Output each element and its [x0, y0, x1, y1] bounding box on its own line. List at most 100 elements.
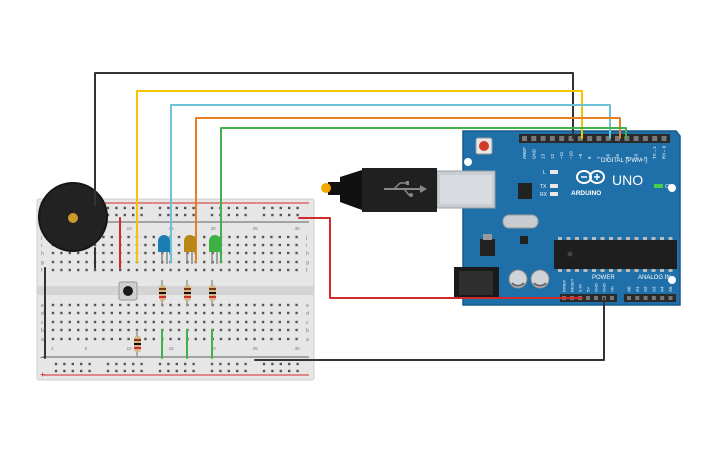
breadboard-hole[interactable]	[228, 337, 231, 341]
breadboard-hole[interactable]	[253, 235, 256, 239]
analog-pin-hole[interactable]	[660, 296, 665, 300]
breadboard-hole[interactable]	[236, 268, 239, 272]
breadboard-hole[interactable]	[152, 260, 155, 264]
breadboard-hole[interactable]	[177, 260, 181, 264]
digital-pin-hole[interactable]	[531, 136, 537, 141]
breadboard-hole[interactable]	[228, 260, 231, 264]
digital-pin-hole[interactable]	[522, 136, 527, 141]
rail-hole[interactable]	[54, 362, 58, 366]
digital-pin-hole[interactable]	[587, 136, 593, 141]
breadboard-hole[interactable]	[287, 251, 290, 255]
breadboard-hole[interactable]	[68, 303, 71, 307]
breadboard-hole[interactable]	[85, 260, 88, 264]
breadboard-hole[interactable]	[253, 303, 256, 307]
breadboard-hole[interactable]	[261, 251, 265, 255]
rail-hole[interactable]	[132, 206, 135, 210]
breadboard-hole[interactable]	[186, 320, 189, 324]
analog-pin-hole[interactable]	[668, 296, 673, 300]
breadboard-hole[interactable]	[51, 260, 55, 264]
breadboard-hole[interactable]	[261, 268, 265, 272]
rail-hole[interactable]	[244, 362, 247, 366]
breadboard-hole[interactable]	[161, 268, 164, 272]
breadboard-hole[interactable]	[203, 311, 206, 315]
breadboard-hole[interactable]	[270, 235, 273, 239]
breadboard-hole[interactable]	[295, 303, 298, 307]
rail-hole[interactable]	[262, 362, 266, 366]
breadboard-hole[interactable]	[152, 311, 155, 315]
breadboard-hole[interactable]	[211, 320, 214, 324]
rail-hole[interactable]	[175, 362, 178, 366]
breadboard-hole[interactable]	[245, 235, 248, 239]
breadboard-hole[interactable]	[203, 337, 206, 341]
breadboard-hole[interactable]	[169, 268, 172, 272]
breadboard-hole[interactable]	[169, 311, 172, 315]
digital-pin-hole[interactable]	[605, 136, 611, 141]
breadboard-hole[interactable]	[110, 320, 113, 324]
rail-hole[interactable]	[271, 369, 274, 373]
rail-hole[interactable]	[271, 362, 274, 366]
rail-hole[interactable]	[158, 362, 162, 366]
breadboard-hole[interactable]	[102, 337, 105, 341]
rail-hole[interactable]	[106, 362, 110, 366]
rail-hole[interactable]	[175, 369, 178, 373]
breadboard-hole[interactable]	[144, 337, 147, 341]
rail-hole[interactable]	[192, 206, 195, 210]
breadboard-hole[interactable]	[219, 320, 223, 324]
breadboard-hole[interactable]	[144, 320, 147, 324]
rail-hole[interactable]	[106, 213, 110, 217]
breadboard-hole[interactable]	[261, 260, 265, 264]
breadboard-hole[interactable]	[278, 260, 281, 264]
rail-hole[interactable]	[115, 213, 118, 217]
breadboard-hole[interactable]	[203, 268, 206, 272]
rail-hole[interactable]	[54, 369, 58, 373]
rail-hole[interactable]	[71, 362, 74, 366]
breadboard-hole[interactable]	[177, 303, 181, 307]
breadboard-hole[interactable]	[295, 328, 298, 332]
breadboard-hole[interactable]	[228, 303, 231, 307]
breadboard-hole[interactable]	[270, 260, 273, 264]
usb-cable[interactable]	[321, 168, 496, 212]
rail-hole[interactable]	[192, 362, 195, 366]
breadboard-hole[interactable]	[102, 328, 105, 332]
rail-hole[interactable]	[158, 369, 162, 373]
breadboard-hole[interactable]	[194, 337, 197, 341]
rail-hole[interactable]	[296, 369, 299, 373]
rail-hole[interactable]	[63, 362, 66, 366]
rail-hole[interactable]	[123, 213, 126, 217]
breadboard-hole[interactable]	[144, 328, 147, 332]
breadboard-hole[interactable]	[85, 328, 88, 332]
digital-pin-hole[interactable]	[577, 136, 583, 141]
breadboard-hole[interactable]	[127, 337, 130, 341]
breadboard-hole[interactable]	[245, 337, 248, 341]
breadboard-hole[interactable]	[236, 337, 239, 341]
breadboard-hole[interactable]	[270, 328, 273, 332]
breadboard-hole[interactable]	[261, 303, 265, 307]
breadboard-hole[interactable]	[60, 311, 63, 315]
breadboard-hole[interactable]	[228, 243, 231, 247]
breadboard-hole[interactable]	[287, 243, 290, 247]
rail-hole[interactable]	[296, 206, 299, 210]
breadboard-hole[interactable]	[119, 268, 122, 272]
rail-hole[interactable]	[184, 369, 187, 373]
breadboard-hole[interactable]	[110, 303, 113, 307]
breadboard-hole[interactable]	[60, 260, 63, 264]
breadboard-hole[interactable]	[77, 328, 80, 332]
breadboard-hole[interactable]	[93, 268, 97, 272]
breadboard-hole[interactable]	[110, 235, 113, 239]
rail-hole[interactable]	[227, 369, 230, 373]
rail-hole[interactable]	[244, 213, 247, 217]
breadboard-hole[interactable]	[278, 235, 281, 239]
breadboard-hole[interactable]	[152, 251, 155, 255]
breadboard-hole[interactable]	[253, 337, 256, 341]
rail-hole[interactable]	[244, 206, 247, 210]
breadboard-hole[interactable]	[51, 251, 55, 255]
rail-hole[interactable]	[80, 369, 83, 373]
breadboard-hole[interactable]	[245, 243, 248, 247]
breadboard-hole[interactable]	[119, 337, 122, 341]
breadboard-hole[interactable]	[93, 328, 97, 332]
rail-hole[interactable]	[115, 206, 118, 210]
breadboard-hole[interactable]	[261, 320, 265, 324]
analog-pin-hole[interactable]	[643, 296, 648, 300]
breadboard-hole[interactable]	[228, 311, 231, 315]
breadboard-hole[interactable]	[261, 337, 265, 341]
